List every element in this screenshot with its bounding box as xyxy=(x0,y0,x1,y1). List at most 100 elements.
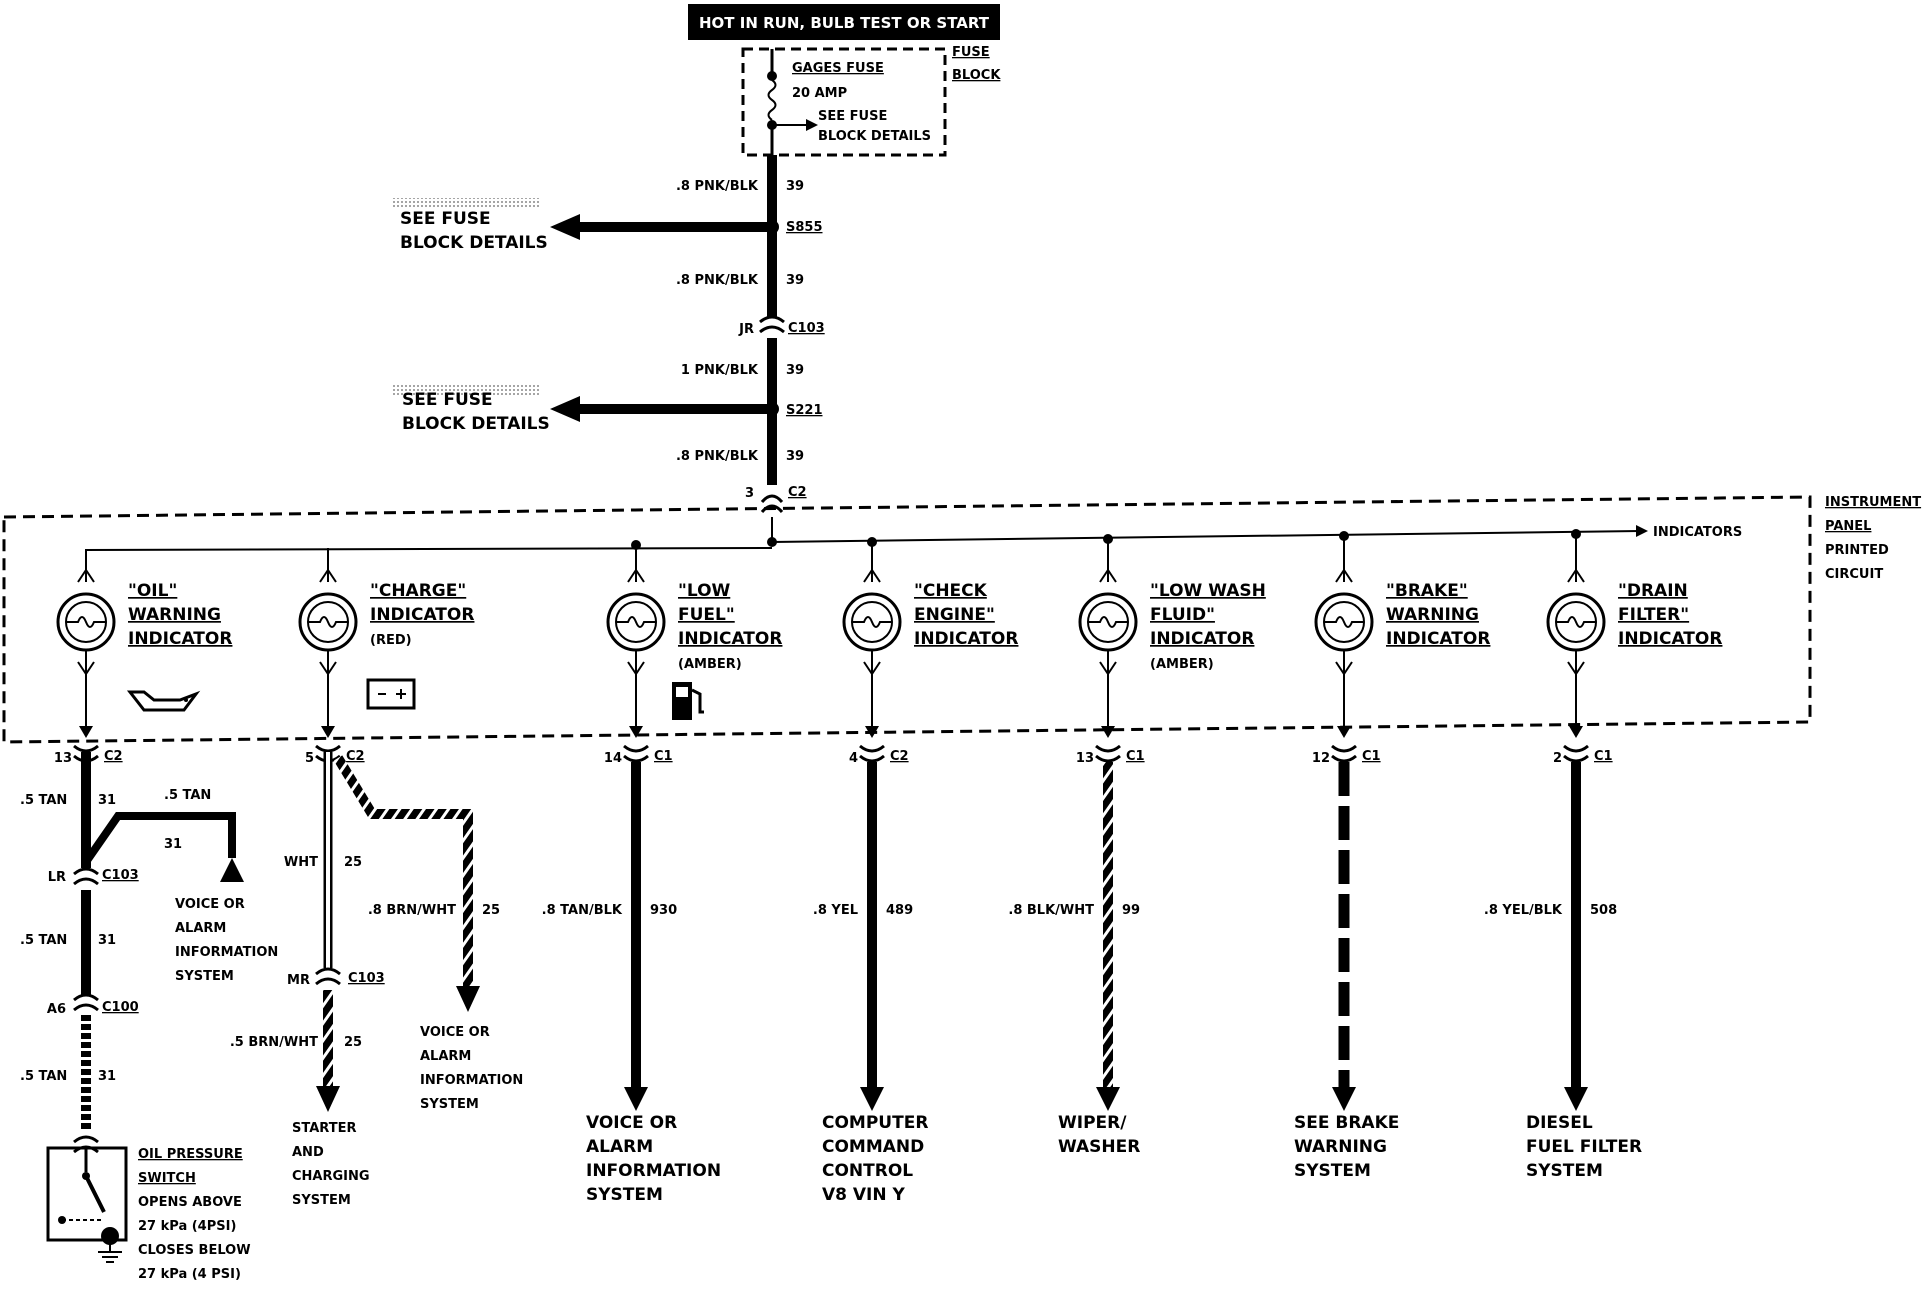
bulb-filament xyxy=(1556,616,1596,628)
feed-w4-circuit: 39 xyxy=(786,449,804,464)
fuse-see-2: BLOCK DETAILS xyxy=(818,129,931,144)
indicator-label: WARNING xyxy=(1386,605,1479,625)
s221-note-1: SEE FUSE xyxy=(402,390,493,410)
feed-w4-gauge: .8 PNK/BLK xyxy=(676,449,759,464)
connector-symbol xyxy=(1095,744,1121,763)
lamp-contact xyxy=(1567,568,1585,583)
feed-w1-circuit: 39 xyxy=(786,179,804,194)
indicator-pin: 5 xyxy=(305,751,314,766)
feed-c103: C103 xyxy=(788,321,825,336)
destination-label: VOICE OR xyxy=(586,1113,677,1133)
indicator-pin: 14 xyxy=(604,751,622,766)
indicator-pin: 12 xyxy=(1312,751,1330,766)
switch-spec-1: OPENS ABOVE xyxy=(138,1195,242,1210)
oil-w1-gauge: .5 TAN xyxy=(20,793,67,808)
main-feed: .8 PNK/BLK 39 S855 SEE FUSE BLOCK DETAIL… xyxy=(393,155,825,514)
oil-branch-dest-1: VOICE OR xyxy=(175,897,245,912)
panel-label-4: CIRCUIT xyxy=(1825,567,1883,582)
indicator-label: "CHARGE" xyxy=(370,581,466,601)
feed-w2-circuit: 39 xyxy=(786,273,804,288)
wire-gauge: .8 YEL xyxy=(813,903,858,918)
indicator-label: "DRAIN xyxy=(1618,581,1688,601)
destination-label: WASHER xyxy=(1058,1137,1140,1157)
charge-w2-circuit: 25 xyxy=(344,1035,362,1050)
lamp-contact xyxy=(319,568,337,583)
charge-branch-dest-4: SYSTEM xyxy=(420,1097,479,1112)
indicator-label: INDICATOR xyxy=(1150,629,1254,649)
arrow-icon xyxy=(1337,726,1351,738)
indicator-label: INDICATOR xyxy=(1386,629,1490,649)
oil-branch-gauge: .5 TAN xyxy=(164,788,211,803)
feed-w1-gauge: .8 PNK/BLK xyxy=(676,179,759,194)
arrow-icon xyxy=(1332,1087,1356,1111)
feed-w3-circuit: 39 xyxy=(786,363,804,378)
indicator-label: INDICATOR xyxy=(678,629,782,649)
charge-branch-dest-2: ALARM xyxy=(420,1049,471,1064)
indicator-label: ENGINE" xyxy=(914,605,995,625)
destination-label: CONTROL xyxy=(822,1161,913,1181)
splice-s221: S221 xyxy=(786,403,823,418)
destination-label: ALARM xyxy=(586,1137,653,1157)
connector-symbol xyxy=(623,744,649,763)
destination-label: SEE BRAKE xyxy=(1294,1113,1399,1133)
destination-label: WARNING xyxy=(1294,1137,1387,1157)
fuse-rating: 20 AMP xyxy=(792,86,847,101)
indicator-note: (AMBER) xyxy=(678,657,742,672)
fuse-name: GAGES FUSE xyxy=(792,61,884,76)
lamp-contact xyxy=(627,568,645,583)
charge-dest-3: CHARGING xyxy=(292,1169,370,1184)
arrow-icon xyxy=(624,1087,648,1111)
indicator-label: "LOW xyxy=(678,581,731,601)
arrow-icon xyxy=(860,1087,884,1111)
charge-c103-pin: MR xyxy=(287,973,310,988)
arrow-icon xyxy=(1096,1087,1120,1111)
destination-label: WIPER/ xyxy=(1058,1113,1127,1133)
oil-w2-circuit: 31 xyxy=(98,933,116,948)
indicator-label: "CHECK xyxy=(914,581,988,601)
wire-circuit: 930 xyxy=(650,903,677,918)
destination-label: V8 VIN Y xyxy=(822,1185,906,1205)
charge-c103: C103 xyxy=(348,971,385,986)
oil-w1-circuit: 31 xyxy=(98,793,116,808)
destination-label: DIESEL xyxy=(1526,1113,1593,1133)
indicator-label: "LOW WASH xyxy=(1150,581,1266,601)
indicator-connector: C1 xyxy=(654,749,673,764)
indicator-connector: C1 xyxy=(1594,749,1613,764)
charge-branch-dest-3: INFORMATION xyxy=(420,1073,523,1088)
oil-branch-dest-4: SYSTEM xyxy=(175,969,234,984)
panel-label-1: INSTRUMENT xyxy=(1825,495,1921,510)
switch-name-2: SWITCH xyxy=(138,1171,196,1186)
wire-circuit: 508 xyxy=(1590,903,1617,918)
lamp-contact xyxy=(77,568,95,583)
bulb-filament xyxy=(852,616,892,628)
oil-warning-circuit: .5 TAN 31 .5 TAN 31 VOICE OR ALARM INFOR… xyxy=(20,752,278,1282)
indicator-label: INDICATOR xyxy=(370,605,474,625)
charge-indicator-circuit: WHT 25 .8 BRN/WHT 25 VOICE OR ALARM INFO… xyxy=(230,752,523,1208)
charge-dest-1: STARTER xyxy=(292,1121,356,1136)
s855-note-2: BLOCK DETAILS xyxy=(400,233,548,253)
arrow-icon xyxy=(865,726,879,738)
indicator-label: "BRAKE" xyxy=(1386,581,1468,601)
charge-w1-gauge: WHT xyxy=(284,855,318,870)
wire-gauge: .8 TAN/BLK xyxy=(542,903,623,918)
bulb-filament xyxy=(308,616,348,628)
splice-s855: S855 xyxy=(786,220,823,235)
indicator-label: FLUID" xyxy=(1150,605,1215,625)
wire-gauge: .8 YEL/BLK xyxy=(1484,903,1563,918)
indicator-pin: 13 xyxy=(54,751,72,766)
indicator-label: INDICATOR xyxy=(1618,629,1722,649)
fuse-see-1: SEE FUSE xyxy=(818,109,887,124)
bulb-filament xyxy=(66,616,106,628)
charge-dest-4: SYSTEM xyxy=(292,1193,351,1208)
oil-c100: C100 xyxy=(102,1000,139,1015)
oil-branch-circuit: 31 xyxy=(164,837,182,852)
indicator-label: INDICATOR xyxy=(914,629,1018,649)
lamp-contact xyxy=(1335,568,1353,583)
indicator-note: (RED) xyxy=(370,633,412,648)
bulb-filament xyxy=(616,616,656,628)
s855-note-1: SEE FUSE xyxy=(400,209,491,229)
charge-branch-circuit: 25 xyxy=(482,903,500,918)
arrow-icon xyxy=(1569,726,1583,738)
charge-branch-gauge: .8 BRN/WHT xyxy=(368,903,456,918)
